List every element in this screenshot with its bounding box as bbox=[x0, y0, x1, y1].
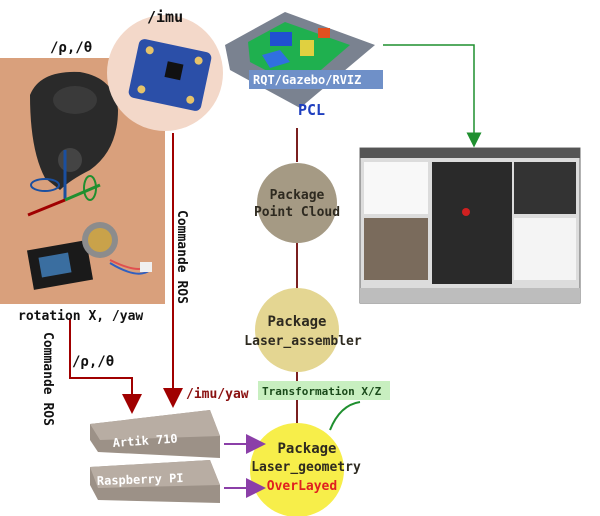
transformation-label: Transformation X/Z bbox=[262, 385, 382, 398]
point-cloud-package-circle bbox=[257, 163, 337, 243]
imu-node bbox=[107, 15, 223, 131]
laser-assembler-name: Laser_assembler bbox=[244, 334, 362, 349]
stepper-motor-icon bbox=[26, 222, 152, 290]
commande-ros-right-label: Commande ROS bbox=[174, 210, 189, 304]
rviz-screenshot bbox=[359, 147, 581, 304]
imu-label: /imu bbox=[147, 8, 183, 26]
rotation-commande-arrow bbox=[69, 318, 142, 414]
point-cloud-name: Point Cloud bbox=[254, 205, 340, 220]
pcl-to-rviz-arrow bbox=[383, 44, 482, 148]
raspberry-label: Raspberry PI bbox=[97, 471, 184, 488]
pcl-label: PCL bbox=[298, 101, 325, 119]
rotation-label: rotation X, /yaw bbox=[18, 309, 143, 324]
imu-yaw-label: /imu/yaw bbox=[186, 387, 249, 402]
rqt-gazebo-rviz-label: RQT/Gazebo/RVIZ bbox=[253, 73, 361, 87]
artik-board bbox=[90, 410, 220, 458]
rotation-axes-icon bbox=[27, 150, 101, 217]
transformation-connector bbox=[329, 401, 361, 431]
laser-geometry-name: Laser_geometry bbox=[251, 460, 361, 475]
rho-theta-bottom-label: /ρ,/θ bbox=[72, 354, 114, 370]
overlayed-label: OverLayed bbox=[267, 479, 337, 494]
laser-geometry-title: Package bbox=[277, 441, 336, 457]
artik-label: Artik 710 bbox=[112, 431, 178, 450]
transformation-label-box bbox=[258, 381, 390, 400]
commande-ros-left-label: Commande ROS bbox=[40, 332, 55, 426]
laser-assembler-title: Package bbox=[267, 314, 326, 330]
laser-assembler-package-circle bbox=[255, 288, 339, 372]
laser-geometry-package-circle bbox=[250, 423, 344, 516]
rqt-label-box bbox=[249, 70, 383, 89]
pcl-render bbox=[225, 12, 375, 108]
imu-board-icon bbox=[128, 39, 212, 111]
rho-theta-top-label: /ρ,/θ bbox=[50, 40, 92, 56]
raspberry-board bbox=[90, 460, 220, 503]
point-cloud-title: Package bbox=[270, 188, 325, 203]
